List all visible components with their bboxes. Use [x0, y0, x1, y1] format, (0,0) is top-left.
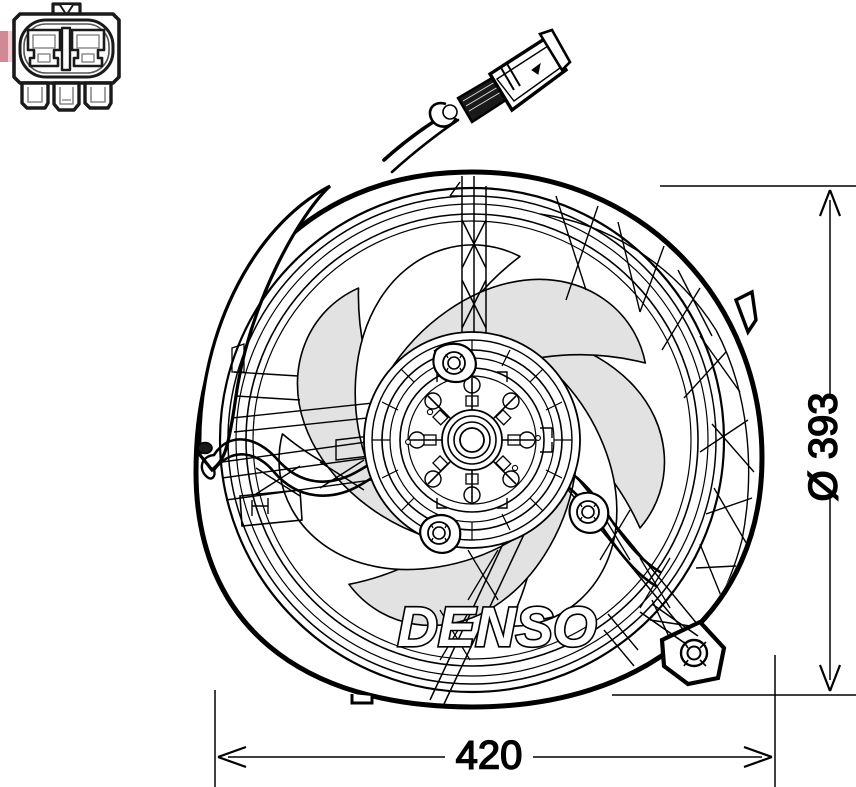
shroud-left-boss: [197, 441, 213, 455]
fan-ring-inner: [252, 220, 692, 660]
shroud-bottom-notch: [350, 694, 374, 705]
dimension-lines: Ø 393 420: [214, 185, 856, 787]
arrow-head-left: [217, 745, 247, 769]
shroud-right-tab: [733, 289, 758, 336]
connector-lower-tabs: [20, 81, 113, 112]
hub-shaft-bore: [459, 427, 485, 453]
mounting-boss: [432, 342, 477, 384]
motor-hub: [363, 331, 581, 549]
mounting-boss: [419, 513, 462, 554]
arrow-head-up: [818, 189, 842, 217]
connector-keyway-mark: [531, 62, 541, 75]
dimension-label-diameter: Ø 393: [802, 393, 846, 502]
mounting-boss: [568, 491, 610, 534]
electrical-connector-detail: [12, 2, 121, 112]
connector-terminal-right: [70, 28, 106, 68]
connector-terminal-left: [26, 28, 62, 68]
arrow-head-down: [818, 664, 842, 692]
mounting-lug-bottom-right: [639, 603, 727, 687]
arrow-head-right: [743, 745, 773, 769]
dimension-label-width: 420: [456, 734, 523, 778]
shroud-inner-ring-1: [218, 186, 726, 694]
shroud-inner-ring-2: [227, 195, 717, 685]
denso-logo-text: DENSO: [397, 595, 596, 658]
denso-logo: DENSO: [396, 593, 598, 659]
hub-inner-spokes: [410, 378, 534, 502]
fan-power-cable-connector: [382, 28, 572, 174]
motor-mounting-bosses: [419, 342, 610, 554]
shroud-upper-left-lobe: [198, 184, 332, 473]
fan-assembly: DENSO: [193, 28, 765, 710]
